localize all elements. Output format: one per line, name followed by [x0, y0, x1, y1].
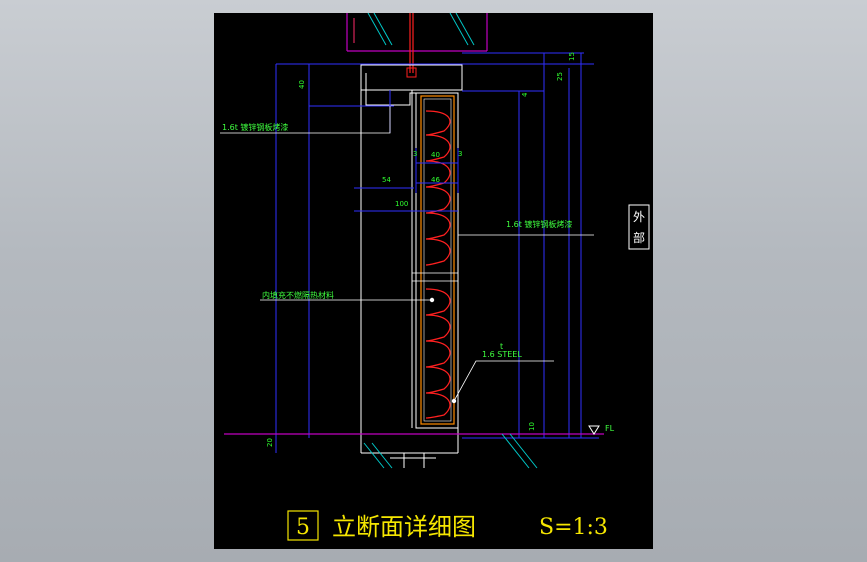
note-insulation: 内填充不燃隔热材料 [262, 290, 334, 300]
insulation-fill [425, 110, 451, 419]
dim-20: 20 [266, 438, 274, 447]
dim-46: 46 [431, 176, 440, 184]
dim-10: 10 [528, 422, 536, 431]
panel-box [412, 92, 459, 429]
cad-viewport[interactable]: 外 部 1.6t 镀锌钢板烤漆 1.6t 镀锌钢板烤漆 内填充不燃隔热材料 1.… [214, 13, 653, 549]
dim-54: 54 [382, 176, 391, 184]
dim-100: 100 [395, 200, 408, 208]
note-steel: 1.6 STEEL [482, 350, 522, 359]
leader-lines [220, 106, 594, 402]
title-number: 5 [296, 515, 310, 540]
section-drawing: 外 部 1.6t 镀锌钢板烤漆 1.6t 镀锌钢板烤漆 内填充不燃隔热材料 1.… [220, 13, 650, 541]
dim-3-left: 3 [413, 150, 417, 158]
dimension-lines [275, 52, 599, 453]
title-text: 立断面详细图 [332, 513, 476, 541]
exterior-label-2: 部 [633, 230, 645, 245]
title-number-box [287, 510, 319, 541]
dim-4: 4 [521, 92, 529, 97]
dim-40-left: 40 [298, 80, 306, 89]
dim-40: 40 [431, 151, 440, 159]
insulation-leader-dot [429, 297, 435, 303]
steel-leader-dot [451, 398, 457, 404]
upper-frame [346, 13, 488, 78]
dim-3-right: 3 [458, 150, 462, 158]
profile-outline [360, 64, 463, 468]
exterior-label-box [628, 204, 650, 250]
dim-15: 15 [568, 52, 576, 61]
dim-25: 25 [556, 72, 564, 81]
title-scale: S=1:3 [539, 515, 608, 540]
note-galvanized-upper: 1.6t 镀锌钢板烤漆 [222, 122, 288, 132]
note-galvanized-right: 1.6t 镀锌钢板烤漆 [506, 219, 572, 229]
note-steel-superscript: t [500, 342, 503, 351]
floor-level-label: FL [605, 424, 615, 433]
exterior-label-1: 外 [633, 210, 645, 224]
floor-line [224, 425, 604, 469]
